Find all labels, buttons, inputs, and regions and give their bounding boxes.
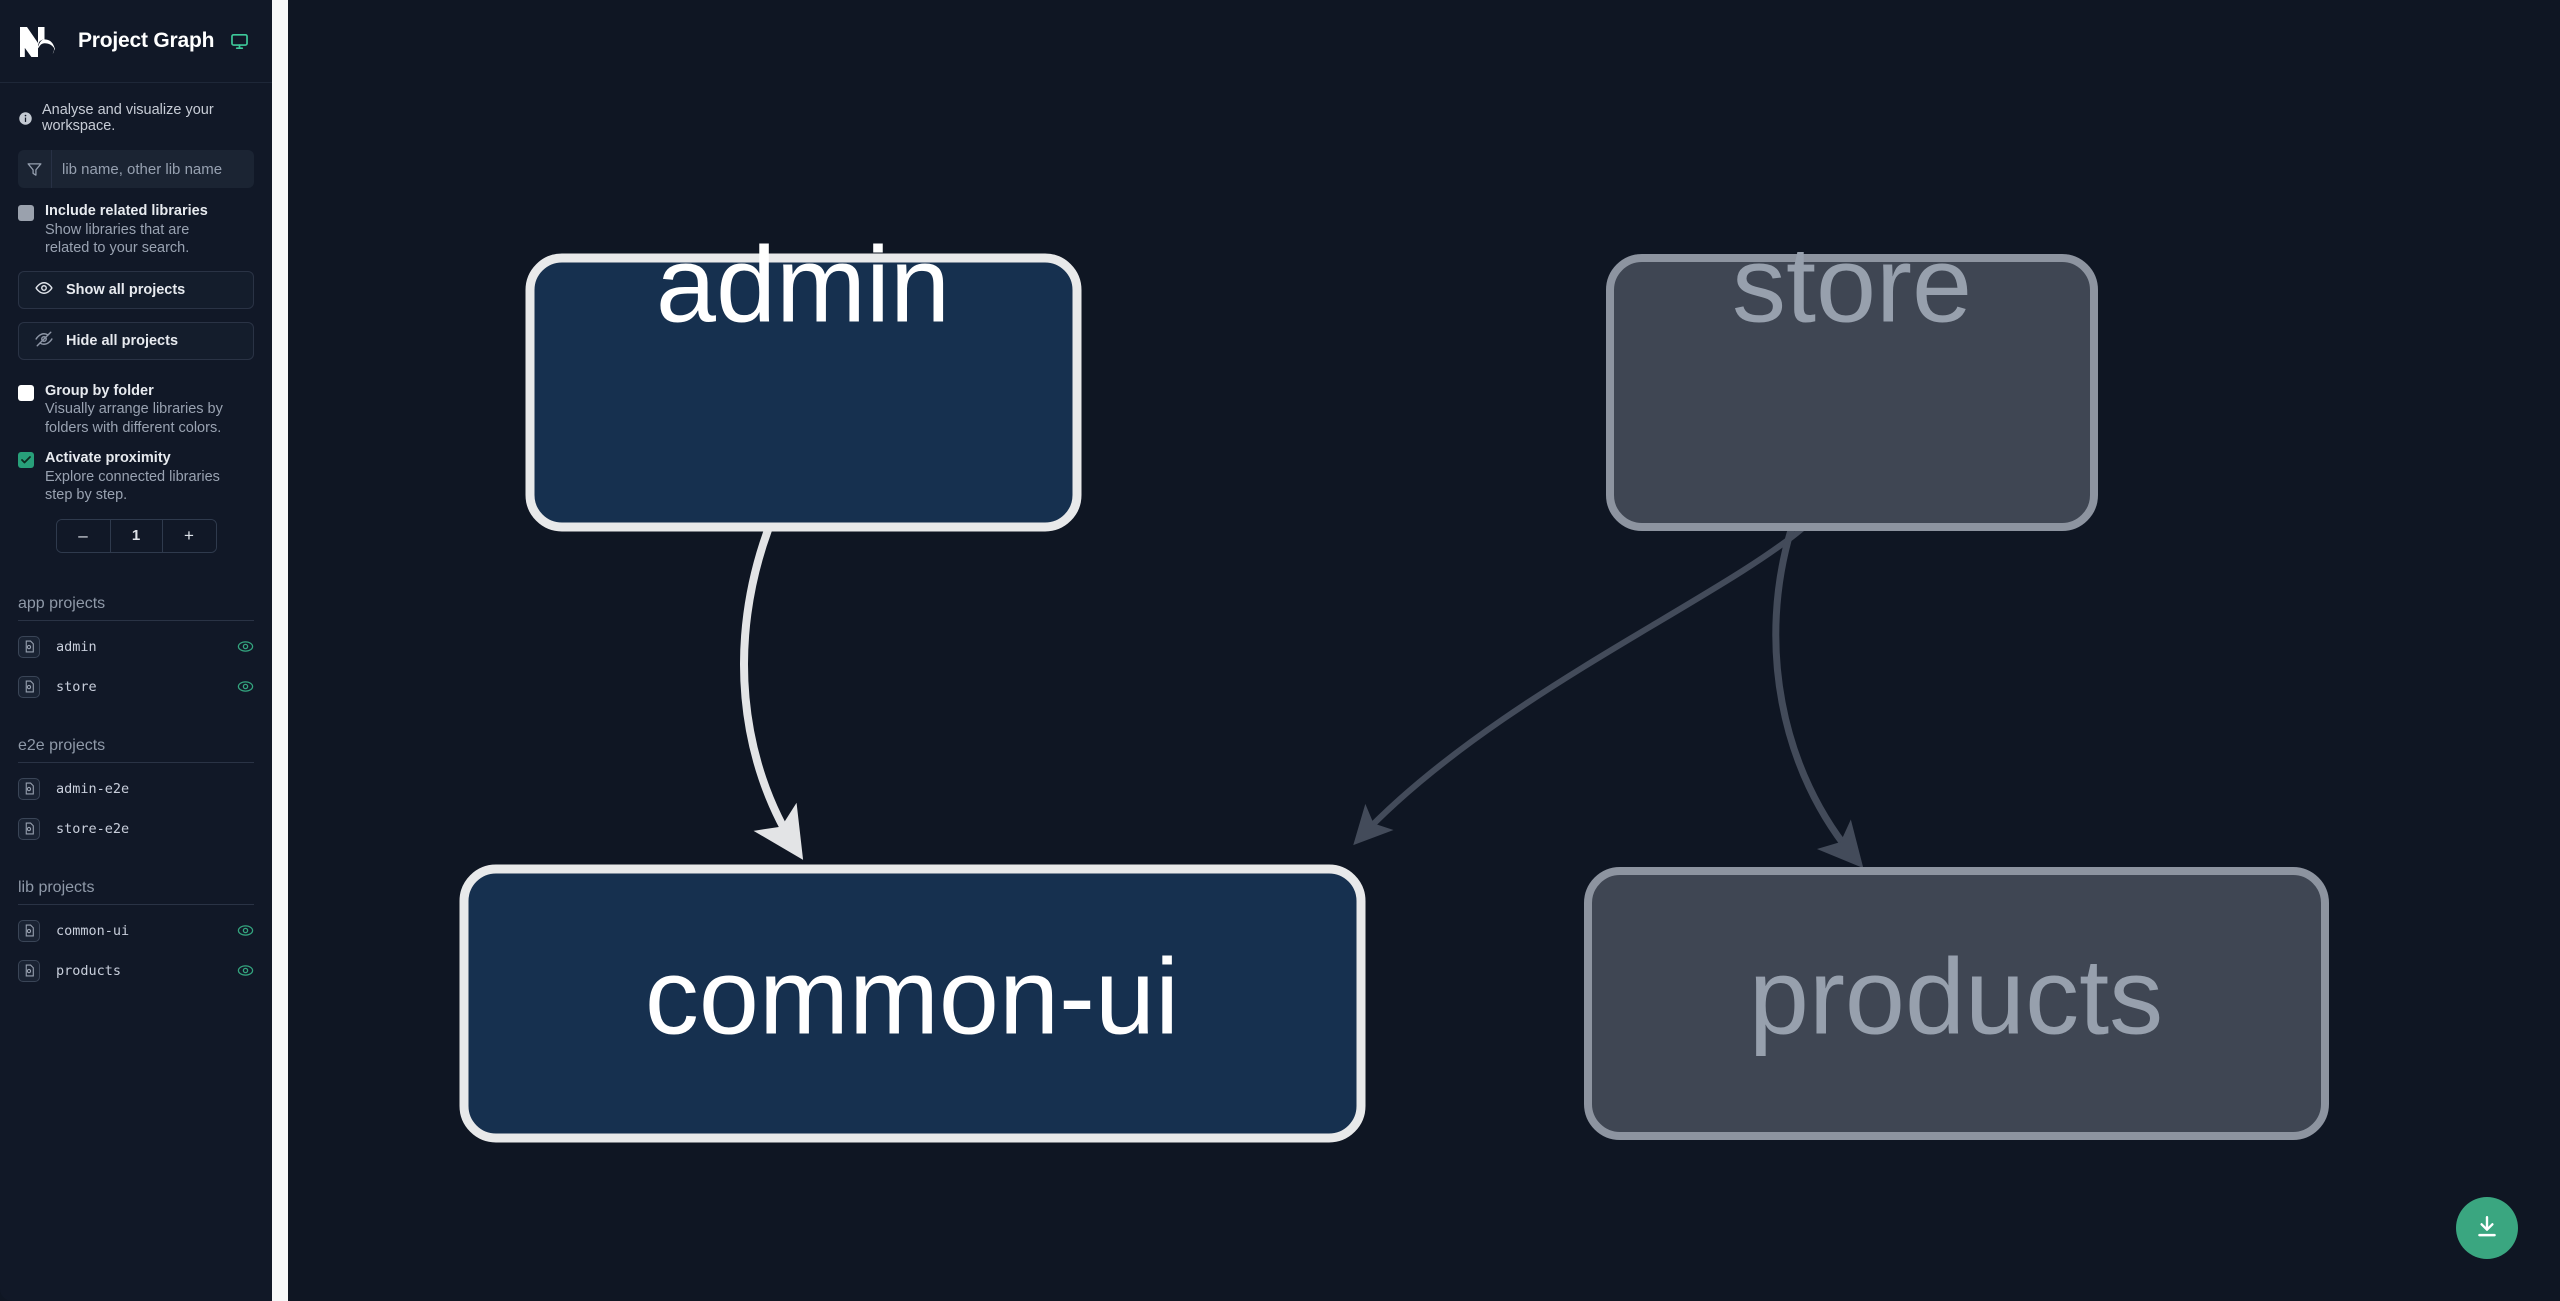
- graph-nodes: admin store common-ui products: [459, 224, 2329, 1143]
- project-file-icon: [18, 919, 40, 942]
- option-description: Show libraries that are related to your …: [45, 221, 190, 257]
- project-item-common-ui[interactable]: common-ui: [18, 911, 254, 951]
- checkbox-include-related-libraries[interactable]: [18, 205, 34, 221]
- graph-node-products[interactable]: products: [1584, 867, 2329, 1140]
- sidebar-scrollbar[interactable]: [272, 0, 288, 1301]
- sidebar-blurb: Analyse and visualize your workspace.: [0, 83, 272, 134]
- page-title: Project Graph: [78, 29, 215, 52]
- edge-store-to-products: [1772, 528, 1864, 869]
- monitor-icon[interactable]: [230, 32, 249, 51]
- sidebar-header: Project Graph: [0, 0, 272, 83]
- project-name: admin-e2e: [56, 780, 130, 797]
- proximity-increment-button[interactable]: +: [162, 519, 216, 552]
- option-include-related-libraries[interactable]: Include related libraries Show libraries…: [0, 188, 272, 258]
- graph-canvas[interactable]: admin store common-ui products: [288, 0, 2560, 1301]
- option-description: Explore connected libraries step by step…: [45, 468, 220, 504]
- project-item-store-e2e[interactable]: store-e2e: [18, 809, 254, 849]
- option-title: Include related libraries: [45, 203, 208, 219]
- project-name: admin: [56, 638, 97, 655]
- graph-node-admin[interactable]: admin: [525, 224, 1082, 532]
- graph-edges: [740, 525, 1864, 869]
- eye-icon: [35, 279, 53, 301]
- show-all-row: Show all projects: [0, 258, 272, 309]
- edge-admin-to-common-ui: [740, 528, 804, 860]
- search-input[interactable]: [52, 150, 254, 188]
- show-all-projects-label: Show all projects: [66, 281, 186, 298]
- nx-logo: [18, 21, 60, 61]
- project-item-admin[interactable]: admin: [18, 627, 254, 667]
- show-all-projects-button[interactable]: Show all projects: [18, 270, 254, 309]
- search-row: [0, 134, 272, 188]
- option-activate-proximity[interactable]: Activate proximity Explore connected lib…: [0, 437, 272, 505]
- project-file-icon: [18, 959, 40, 982]
- eye-off-icon: [35, 330, 53, 352]
- eye-icon[interactable]: [237, 678, 254, 695]
- search-box[interactable]: [18, 150, 254, 188]
- sidebar-blurb-text: Analyse and visualize your workspace.: [42, 102, 214, 134]
- eye-icon[interactable]: [237, 922, 254, 939]
- node-products-shape[interactable]: [1584, 867, 2329, 1140]
- download-icon: [2474, 1214, 2500, 1243]
- graph-node-common-ui[interactable]: common-ui: [459, 864, 1366, 1143]
- proximity-decrement-button[interactable]: –: [56, 519, 110, 552]
- project-name: store-e2e: [56, 820, 130, 837]
- eye-icon[interactable]: [237, 638, 254, 655]
- hide-all-projects-label: Hide all projects: [66, 332, 179, 349]
- group-label-e2e-projects: e2e projects: [18, 737, 254, 763]
- proximity-value: 1: [109, 519, 163, 552]
- group-label-app-projects: app projects: [18, 595, 254, 621]
- node-products-label: products: [1749, 936, 2163, 1057]
- project-name: store: [56, 678, 97, 695]
- info-icon: [18, 111, 33, 126]
- edge-store-to-common-ui: [1353, 525, 1805, 846]
- node-store-label: store: [1732, 224, 1972, 345]
- option-description: Visually arrange libraries by folders wi…: [45, 401, 223, 436]
- project-file-icon: [18, 635, 40, 658]
- option-title: Activate proximity: [45, 450, 171, 467]
- node-common-ui-label: common-ui: [645, 936, 1179, 1057]
- checkbox-group-by-folder[interactable]: [18, 384, 34, 401]
- eye-icon[interactable]: [237, 962, 254, 979]
- download-button[interactable]: [2456, 1197, 2518, 1259]
- project-graph-svg: admin store common-ui products: [459, 224, 2329, 1143]
- node-admin-shape[interactable]: [525, 253, 1082, 532]
- option-group-by-folder[interactable]: Group by folder Visually arrange librari…: [0, 360, 272, 438]
- proximity-stepper: – 1 +: [0, 505, 272, 553]
- node-common-ui-shape[interactable]: [459, 864, 1366, 1143]
- group-label-lib-projects: lib projects: [18, 879, 254, 905]
- project-item-admin-e2e[interactable]: admin-e2e: [18, 769, 254, 809]
- project-item-products[interactable]: products: [18, 951, 254, 991]
- project-item-store[interactable]: store: [18, 667, 254, 707]
- node-store-shape[interactable]: [1606, 254, 2098, 531]
- hide-all-row: Hide all projects: [0, 309, 272, 360]
- project-name: common-ui: [56, 922, 130, 939]
- hide-all-projects-button[interactable]: Hide all projects: [18, 321, 254, 360]
- project-name: products: [56, 962, 122, 979]
- project-file-icon: [18, 675, 40, 698]
- graph-node-store[interactable]: store: [1606, 224, 2098, 531]
- project-file-icon: [18, 817, 40, 840]
- node-admin-label: admin: [656, 224, 950, 345]
- project-file-icon: [18, 777, 40, 800]
- checkbox-activate-proximity[interactable]: [18, 452, 34, 469]
- option-title: Group by folder: [45, 382, 154, 399]
- sidebar: Project Graph Analyse and visualize your…: [0, 0, 272, 1301]
- filter-icon[interactable]: [18, 150, 52, 188]
